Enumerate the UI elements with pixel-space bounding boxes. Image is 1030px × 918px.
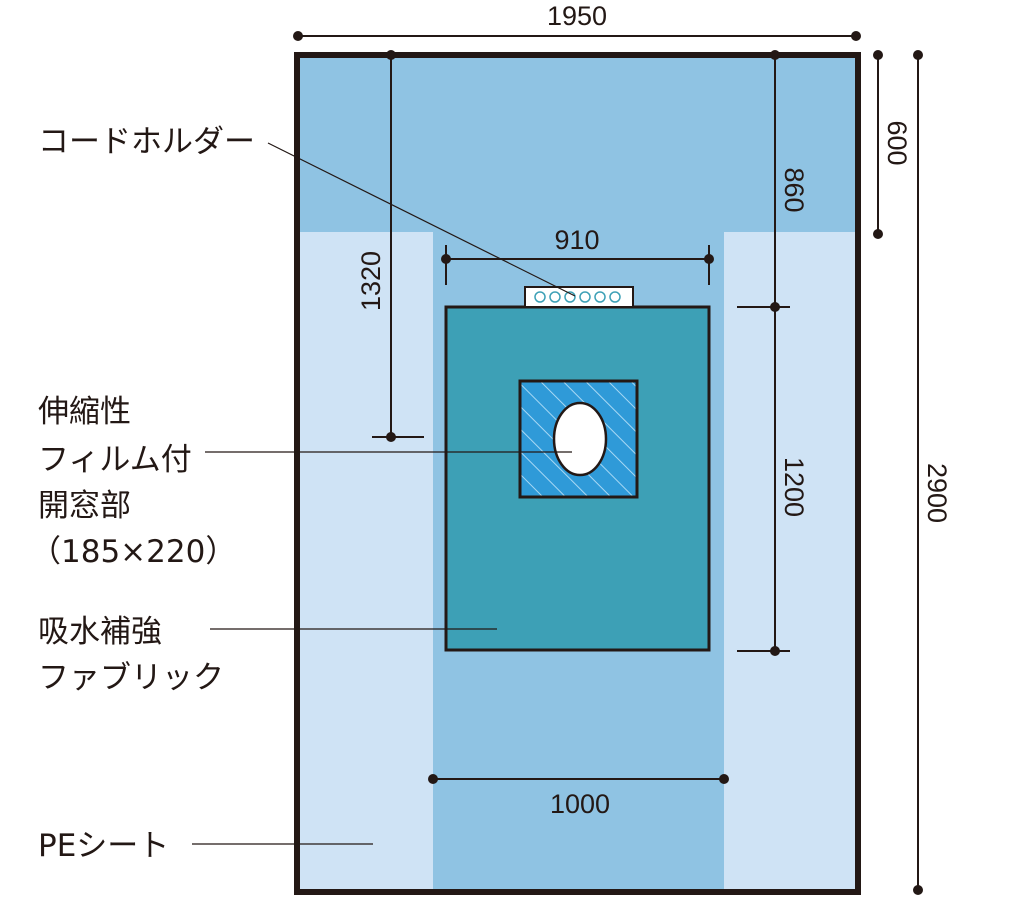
label-film-line4: （185×220）	[30, 534, 237, 570]
dim-total-height: 2900	[922, 463, 952, 523]
cord-holder	[524, 286, 634, 308]
dim-fenestration-offset: 1320	[356, 251, 386, 311]
label-cord-holder: コードホルダー	[38, 124, 255, 160]
leader-lines	[192, 142, 576, 845]
dim-total-width: 1950	[547, 1, 607, 31]
label-pe-sheet: PEシート	[38, 828, 170, 864]
dim-center-strip-width: 1000	[550, 789, 610, 819]
label-film-line3: 開窓部	[38, 488, 131, 524]
label-fabric-line2: ファブリック	[38, 660, 224, 696]
dim-fabric-width: 910	[554, 225, 599, 255]
label-fabric-line1: 吸水補強	[38, 614, 162, 650]
label-film-line1: 伸縮性	[38, 394, 131, 430]
label-film-line2: フィルム付	[38, 442, 192, 478]
dim-top-band-height: 600	[882, 120, 912, 165]
top-band	[297, 55, 858, 232]
dimension-endpoints	[293, 31, 923, 895]
sheet-outline	[294, 52, 861, 895]
fenestration-opening	[552, 401, 608, 477]
dimension-lines	[298, 35, 919, 890]
dim-fabric-height: 1200	[779, 457, 809, 517]
dim-cord-holder-offset: 860	[779, 167, 809, 212]
